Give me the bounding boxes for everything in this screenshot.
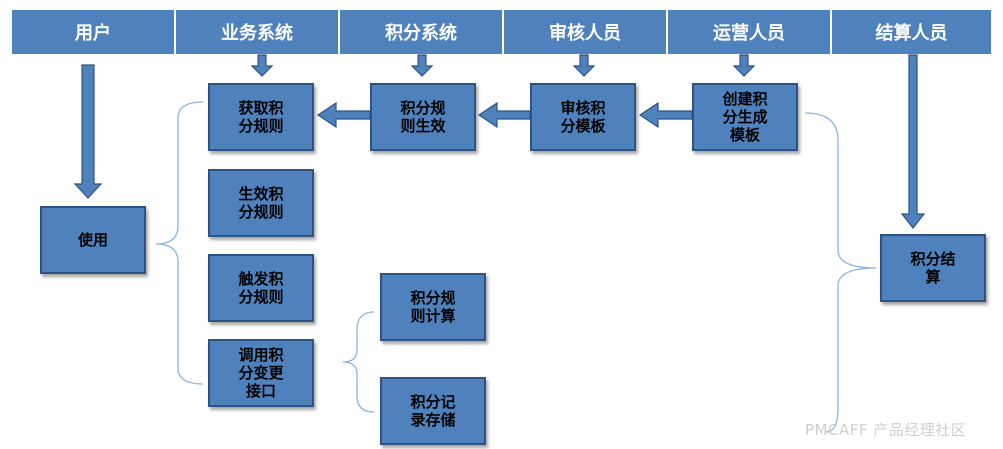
arrow-rules-effect-to-get (316, 101, 371, 129)
box-call-api-label: 调用积分变更接口 (238, 346, 284, 400)
header-points-system: 积分系统 (340, 10, 504, 54)
arrow-operator-down (732, 54, 756, 77)
box-effective-rules-label: 生效积分规则 (238, 185, 284, 221)
box-rules-effect-label: 积分规则生效 (400, 99, 446, 135)
box-rules-effect: 积分规则生效 (370, 83, 476, 151)
box-review-template-label: 审核积分模板 (560, 99, 606, 135)
header-operator: 运营人员 (668, 10, 832, 54)
box-settlement: 积分结算 (880, 234, 986, 302)
arrow-business-down (250, 54, 274, 77)
box-settlement-label: 积分结算 (910, 250, 956, 286)
arrow-user-down (73, 64, 103, 199)
arrow-reviewer-down (572, 54, 596, 77)
bracket-settlement (804, 112, 877, 433)
box-use-label: 使用 (77, 231, 108, 249)
header-business-system: 业务系统 (176, 10, 340, 54)
box-review-template: 审核积分模板 (530, 83, 636, 151)
header-user: 用户 (12, 10, 176, 54)
box-record-store-label: 积分记录存储 (410, 393, 456, 429)
arrow-review-to-rules-effect (477, 101, 531, 129)
box-get-rules-label: 获取积分规则 (238, 99, 284, 135)
box-rule-calc-label: 积分规则计算 (410, 289, 456, 325)
header-settlement: 结算人员 (832, 10, 991, 54)
arrow-points-down (410, 54, 434, 77)
box-create-template-label: 创建积分生成模板 (722, 90, 768, 144)
box-trigger-rules-label: 触发积分规则 (238, 270, 284, 306)
arrow-settlement-down (900, 54, 926, 229)
arrow-create-to-review (638, 101, 693, 129)
box-create-template: 创建积分生成模板 (692, 83, 798, 151)
box-call-api: 调用积分变更接口 (208, 339, 314, 407)
box-use: 使用 (40, 206, 146, 274)
box-trigger-rules: 触发积分规则 (208, 254, 314, 322)
bracket-business (155, 101, 204, 385)
watermark: PMCAFF 产品经理社区 (805, 421, 967, 439)
box-record-store: 积分记录存储 (380, 377, 486, 445)
box-get-rules: 获取积分规则 (208, 83, 314, 151)
box-effective-rules: 生效积分规则 (208, 169, 314, 237)
box-rule-calc: 积分规则计算 (380, 273, 486, 341)
bracket-calc (342, 311, 375, 413)
header-reviewer: 审核人员 (504, 10, 668, 54)
